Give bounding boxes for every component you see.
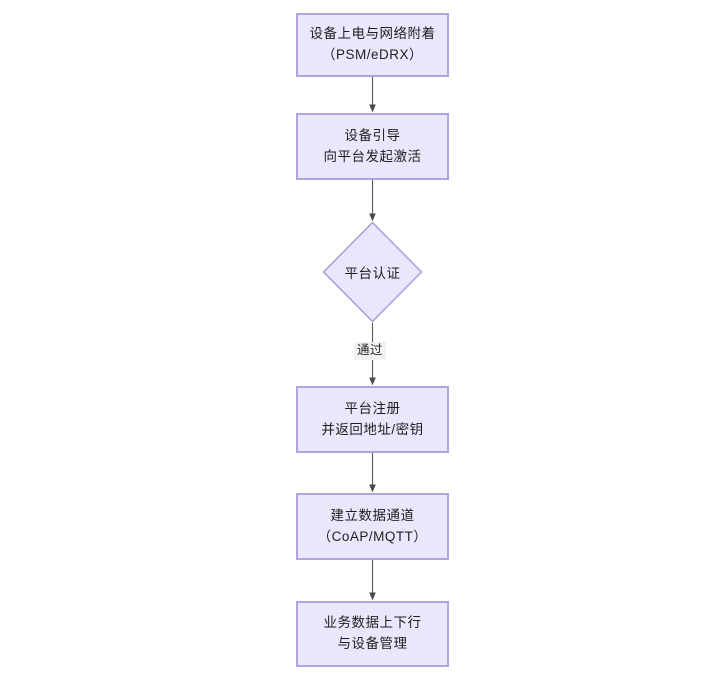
node-power-on-line2: （PSM/eDRX） [321,47,424,62]
node-power-on-line1: 设备上电与网络附着 [309,26,436,42]
node-bootstrap-line1: 设备引导 [344,127,401,143]
node-platform-register[interactable]: 平台注册 并返回地址/密钥 [296,386,449,453]
node-data-channel-line2: （CoAP/MQTT） [317,528,428,544]
node-bootstrap-line2: 向平台发起激活 [323,148,422,164]
node-platform-auth-label: 平台认证 [344,266,401,281]
node-power-on[interactable]: 设备上电与网络附着 （PSM/eDRX） [296,13,449,77]
diamond-shape [322,221,423,323]
node-platform-auth[interactable]: 平台认证 [322,221,423,323]
edge-label-pass: 通过 [354,342,387,360]
node-service-data-line1: 业务数据上下行 [323,615,422,631]
node-platform-register-line1: 平台注册 [344,400,401,416]
node-data-channel[interactable]: 建立数据通道 （CoAP/MQTT） [296,493,449,560]
node-platform-register-line2: 并返回地址/密钥 [321,421,424,437]
node-bootstrap[interactable]: 设备引导 向平台发起激活 [296,113,449,180]
node-service-data-line2: 与设备管理 [337,636,408,651]
node-data-channel-line1: 建立数据通道 [330,507,415,523]
node-service-data[interactable]: 业务数据上下行 与设备管理 [296,601,449,667]
